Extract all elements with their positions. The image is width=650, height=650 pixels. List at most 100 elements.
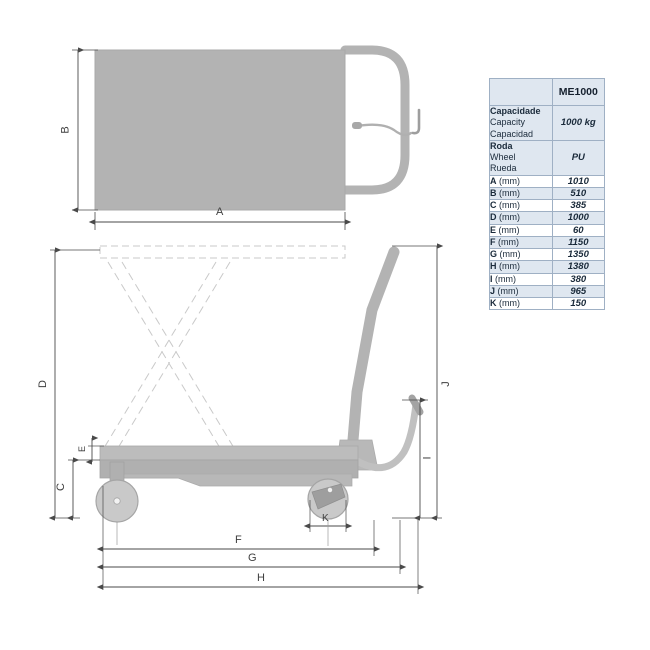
- row-label-g: G (mm): [489, 247, 553, 262]
- top-view-cable: [355, 123, 413, 137]
- dimension-label-E: E: [77, 445, 88, 453]
- table-row: A (mm) 1010: [489, 174, 606, 188]
- row-letter-b: B: [490, 187, 497, 198]
- row-unit-f: (mm): [498, 236, 520, 247]
- row-value-g: 1350: [551, 247, 606, 262]
- row-value-c: 385: [551, 198, 606, 213]
- row-label-f: F (mm): [489, 235, 553, 250]
- row-unit-i: (mm): [495, 273, 517, 284]
- side-view-handle-arm: [346, 246, 400, 458]
- row-label-a: A (mm): [489, 174, 553, 188]
- row-value-h: 1380: [551, 260, 606, 274]
- row-label-d: D (mm): [489, 211, 553, 225]
- row-label-b: B (mm): [489, 186, 553, 201]
- top-view-group: [94, 45, 421, 211]
- table-row: C (mm) 385: [489, 198, 606, 213]
- wheel-line-pt: Roda: [490, 140, 513, 151]
- row-unit-e: (mm): [498, 224, 520, 235]
- row-letter-j: J: [490, 285, 496, 296]
- top-view-hook-icon: [411, 108, 421, 135]
- dimension-label-D: D: [36, 380, 49, 388]
- header-blank-cell: [489, 78, 553, 106]
- side-view-deck-body: [99, 459, 359, 479]
- dimension-label-G: G: [248, 552, 257, 564]
- table-row: D (mm) 1000: [489, 211, 606, 225]
- table-row: I (mm) 380: [489, 272, 606, 286]
- dimension-I: [402, 397, 428, 521]
- row-value-i: 380: [551, 272, 606, 286]
- row-letter-f: F: [490, 236, 496, 247]
- row-value-e: 60: [551, 223, 606, 237]
- row-unit-d: (mm): [499, 212, 521, 223]
- dimension-F: [96, 486, 381, 590]
- raised-platform-outline: [99, 245, 346, 259]
- dimension-label-K: K: [322, 513, 329, 524]
- row-label-j: J (mm): [489, 284, 553, 299]
- dimension-label-F: F: [235, 534, 242, 546]
- row-label-k: K (mm): [489, 296, 553, 311]
- row-label-h: H (mm): [489, 260, 553, 274]
- side-view-group: [95, 245, 424, 523]
- dimension-label-C: C: [54, 483, 67, 491]
- scissor-mechanism-hidden: [103, 261, 235, 449]
- row-value-j: 965: [551, 284, 606, 299]
- row-letter-k: K: [490, 298, 497, 308]
- dimension-H: [96, 520, 425, 594]
- dimension-label-H: H: [257, 572, 265, 584]
- table-row: H (mm) 1380: [489, 260, 606, 274]
- row-unit-h: (mm): [499, 261, 521, 272]
- row-value-d: 1000: [551, 211, 606, 225]
- row-letter-a: A: [490, 175, 497, 186]
- row-letter-e: E: [490, 224, 497, 235]
- table-row: K (mm) 150: [489, 296, 606, 311]
- specification-table: ME1000 Capacidade Capacity Capacidad 100…: [489, 78, 606, 311]
- top-view-platform: [94, 49, 346, 211]
- side-view-deck-top: [99, 445, 359, 461]
- row-letter-g: G: [490, 249, 498, 259]
- capacity-line-pt: Capacidade: [490, 106, 541, 116]
- dimension-label-I: I: [421, 456, 434, 460]
- row-unit-g: (mm): [499, 249, 521, 259]
- dimension-J: [392, 243, 444, 521]
- row-label-capacity: Capacidade Capacity Capacidad: [489, 105, 553, 141]
- table-row: G (mm) 1350: [489, 247, 606, 262]
- table-row: B (mm) 510: [489, 186, 606, 201]
- dimension-D: [48, 247, 100, 521]
- capacity-line-es: Capacidad: [490, 128, 534, 139]
- row-value-k: 150: [551, 296, 606, 311]
- row-value-b: 510: [551, 186, 606, 201]
- wheel-line-en: Wheel: [490, 152, 516, 162]
- dimension-B: [71, 47, 98, 213]
- spec-table-body: ME1000 Capacidade Capacity Capacidad 100…: [489, 78, 606, 311]
- row-value-f: 1150: [551, 235, 606, 250]
- row-value-capacity: 1000 kg: [551, 105, 606, 141]
- wheel-line-es: Rueda: [490, 163, 517, 174]
- dimension-label-B: B: [59, 126, 72, 134]
- row-unit-a: (mm): [499, 175, 521, 186]
- table-row: J (mm) 965: [489, 284, 606, 299]
- dimension-label-J: J: [439, 381, 452, 387]
- top-view-grip-nub: [352, 122, 362, 129]
- row-unit-c: (mm): [499, 200, 521, 210]
- rear-swivel-caster: [307, 478, 349, 520]
- table-row: F (mm) 1150: [489, 235, 606, 250]
- extension-lines: [116, 520, 329, 546]
- header-model-cell: ME1000: [551, 78, 606, 106]
- row-unit-j: (mm): [497, 285, 519, 296]
- table-row: E (mm) 60: [489, 223, 606, 237]
- row-value-wheel: PU: [551, 139, 606, 176]
- row-label-i: I (mm): [489, 272, 553, 286]
- top-view-handle-loop: [340, 45, 410, 195]
- foot-pedal-arm: [348, 400, 420, 472]
- row-label-wheel: Roda Wheel Rueda: [489, 139, 553, 176]
- dimension-label-A: A: [216, 206, 224, 218]
- row-unit-b: (mm): [499, 187, 521, 198]
- row-letter-i: I: [490, 273, 493, 284]
- spec-table-header-row: ME1000: [489, 78, 606, 106]
- row-value-a: 1010: [551, 174, 606, 188]
- dimension-G: [96, 520, 407, 574]
- table-row: Roda Wheel Rueda PU: [489, 139, 606, 176]
- row-letter-h: H: [490, 261, 497, 272]
